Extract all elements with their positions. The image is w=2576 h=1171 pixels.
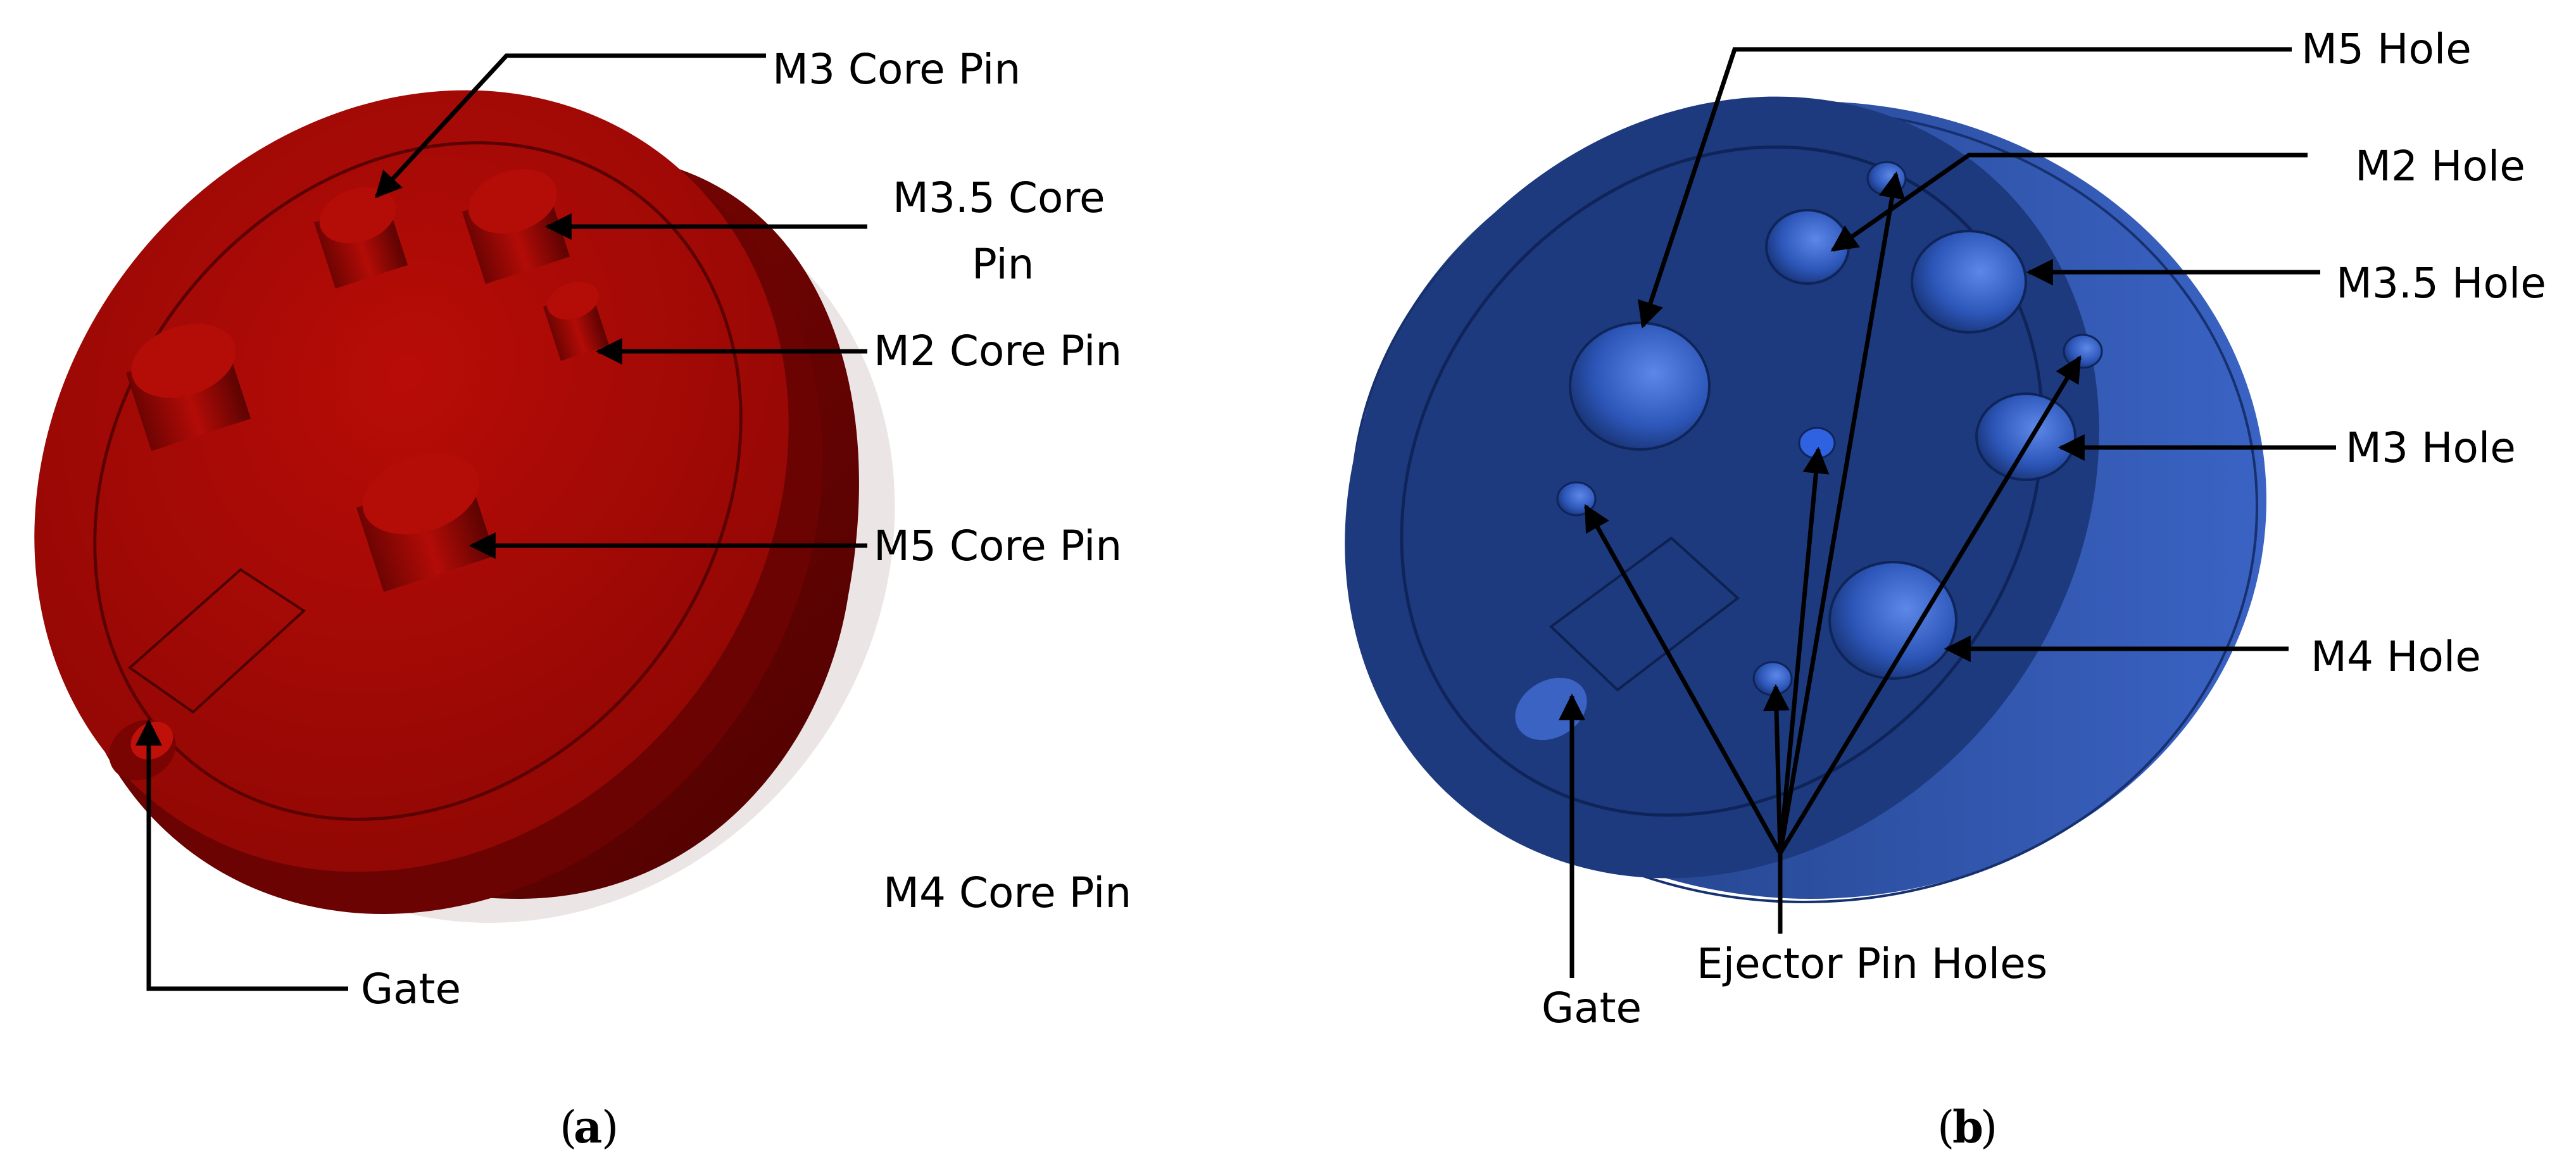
ejector-hole-5 [1752,661,1793,696]
leader-ejector-1 [1778,171,1906,854]
leader-ejector-4 [1583,504,1783,855]
leader-m3-core-pin [375,53,766,199]
leader-ejector-2 [1778,446,1830,854]
label-ejector-pin-holes: Ejector Pin Holes [1697,939,2047,988]
leader-lines-b [1559,47,2336,978]
hole-m3 [1975,392,2077,481]
leader-gate-a [135,718,348,991]
leader-lines-a [135,53,867,991]
caption-b-open: ( [1937,1101,1954,1153]
caption-b-letter: b [1952,1101,1983,1153]
core-pin-m5 [356,453,496,592]
label-m5-hole: M5 Hole [2301,25,2472,73]
label-m4-hole: M4 Hole [2311,632,2481,681]
label-m5-core-pin: M5 Core Pin [874,522,1122,570]
caption-b-close: ) [1980,1101,1997,1153]
core-pin-m2 [543,282,609,361]
label-m2-hole: M2 Hole [2355,142,2525,191]
core-pin-m4 [125,323,251,451]
hole-m4 [1828,561,1957,680]
leader-ejector-3 [1778,355,2082,855]
core-pin-m3 [313,187,408,289]
hole-m35 [1911,230,2027,334]
leader-m2-hole [1830,153,2308,252]
ejector-hole-1 [1866,161,1907,196]
label-gate-a: Gate [361,965,461,1013]
label-m4-core-pin: M4 Core Pin [883,868,1131,917]
label-m35-hole: M3.5 Hole [2336,259,2546,308]
panel-a: M3 Core Pin M3.5 Core Pin M2 Core Pin M5… [34,45,1131,1153]
caption-a-letter: a [574,1101,602,1153]
label-m2-core-pin: M2 Core Pin [874,327,1122,375]
leader-ejector-5 [1763,684,1790,854]
label-m35-core-pin-line1: M3.5 Core [893,173,1105,222]
label-m3-hole: M3 Hole [2346,423,2516,472]
panel-b: M5 Hole M2 Hole M3.5 Hole M3 Hole M4 Hol… [1345,25,2546,1153]
label-m3-core-pin: M3 Core Pin [772,45,1021,94]
caption-a-open: ( [560,1101,577,1153]
ejector-hole-3 [2063,334,2103,369]
caption-a-close: ) [601,1101,619,1153]
leader-m5-hole [1637,47,2292,329]
label-gate-b: Gate [1542,984,1642,1032]
label-m35-core-pin-line2: Pin [972,240,1034,289]
core-pin-m35 [462,169,570,284]
hole-m5 [1569,322,1711,451]
